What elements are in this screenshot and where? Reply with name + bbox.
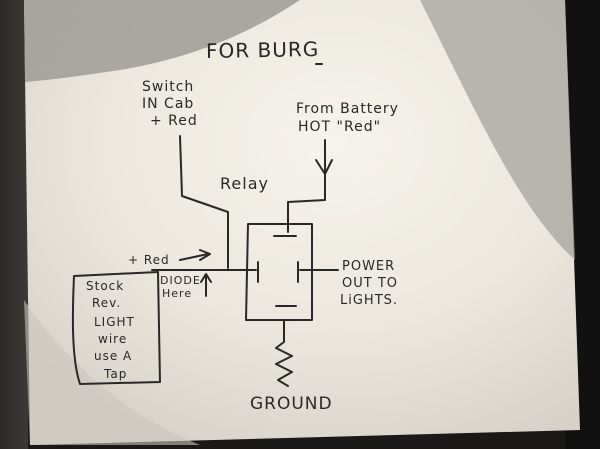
- switch-label-line2: IN Cab: [142, 96, 195, 112]
- stock-wire-box: [71, 271, 161, 385]
- battery-label-line2: HOT "Red": [298, 119, 382, 135]
- paper-sheet: [24, 0, 580, 445]
- red-arrow-line: [179, 253, 209, 261]
- power-label-line2: OUT TO: [342, 276, 398, 291]
- relay-label: Relay: [220, 174, 269, 193]
- switch-label-line3: + Red: [150, 113, 198, 129]
- paper-shadow-right: [420, 0, 575, 260]
- paper-shadow-bottom: [24, 300, 200, 445]
- diode-label-line1: DIODE: [160, 274, 201, 287]
- battery-arrow: [315, 159, 333, 175]
- paper-shadow-top: [24, 0, 300, 82]
- power-label-line1: POWER: [342, 259, 396, 274]
- diode-arrow-head: [200, 273, 212, 283]
- switch-label-line1: Switch: [142, 79, 195, 95]
- battery-wire: [287, 139, 326, 233]
- switch-wire: [179, 135, 229, 269]
- stock-box-line1: Stock: [86, 279, 125, 293]
- left-surface: [0, 0, 28, 449]
- stock-box-line2: Rev.: [92, 296, 122, 310]
- relay-box: [245, 223, 313, 321]
- ground-wire: [275, 319, 293, 387]
- stock-box-line6: Tap: [104, 367, 128, 381]
- stock-box-line4: wire: [98, 332, 128, 346]
- page-title: FOR BURG: [205, 37, 320, 63]
- plus-red-label: + Red: [128, 253, 170, 267]
- power-label-line3: LiGHTS.: [340, 293, 399, 308]
- battery-label-line1: From Battery: [296, 101, 399, 117]
- diode-label-line2: Here: [162, 287, 193, 300]
- red-arrow-head: [199, 249, 211, 261]
- stock-box-line5: use A: [94, 349, 133, 363]
- stock-box-line3: LIGHT: [94, 315, 135, 329]
- ground-label: GROUND: [250, 394, 333, 414]
